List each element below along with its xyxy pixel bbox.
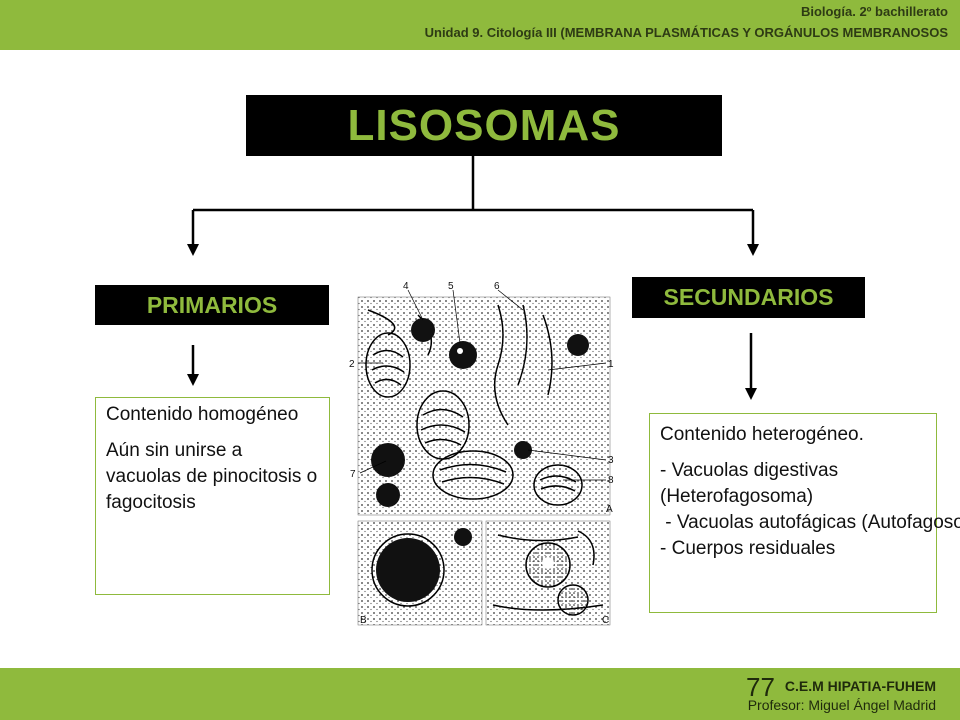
page-title: LISOSOMAS — [246, 95, 722, 156]
primarios-line-1: Contenido homogéneo — [106, 404, 299, 425]
primarios-line-2: Aún sin unirse a vacuolas de pinocitosis… — [106, 440, 318, 513]
micrograph-label-c: C — [602, 615, 609, 626]
header-bar: Biología. 2º bachillerato Unidad 9. Cito… — [0, 0, 960, 50]
teacher-name: Profesor: Miguel Ángel Madrid — [747, 697, 936, 713]
micrograph-label-2: 2 — [349, 359, 355, 370]
micrograph-label-4: 4 — [403, 281, 409, 292]
micrograph-label-1: 1 — [608, 359, 614, 370]
primarios-description: Contenido homogéneo Aún sin unirse a vac… — [95, 397, 330, 595]
secundarios-line-3: - Vacuolas autofágicas (Autofagosoma) — [665, 512, 960, 533]
secundarios-description: Contenido heterogéneo. - Vacuolas digest… — [649, 413, 960, 613]
secundarios-line-4: - Cuerpos residuales — [660, 538, 836, 559]
lysosome-micrograph: 4 5 6 2 1 7 3 8 A B C — [349, 281, 614, 626]
micrograph-label-3: 3 — [608, 455, 614, 466]
secundarios-line-1: Contenido heterogéneo. — [660, 424, 864, 445]
micrograph-label-5: 5 — [448, 281, 454, 292]
school-name: C.E.M HIPATIA-FUHEM — [784, 678, 936, 694]
micrograph-label-7: 7 — [350, 469, 356, 480]
micrograph-label-6: 6 — [494, 281, 500, 292]
primarios-heading: PRIMARIOS — [95, 285, 329, 325]
unit-label: Unidad 9. Citología III (MEMBRANA PLASMÁ… — [424, 25, 948, 40]
footer-bar: 77 C.E.M HIPATIA-FUHEM Profesor: Miguel … — [0, 668, 960, 720]
slide-number: 77 — [746, 672, 775, 702]
micrograph-label-8: 8 — [608, 475, 614, 486]
course-label: Biología. 2º bachillerato — [800, 4, 948, 19]
secundarios-heading: SECUNDARIOS — [632, 277, 865, 318]
micrograph-label-b: B — [360, 615, 367, 626]
micrograph-label-a: A — [606, 504, 613, 515]
secundarios-line-2: - Vacuolas digestivas (Heterofagosoma) — [660, 460, 839, 507]
